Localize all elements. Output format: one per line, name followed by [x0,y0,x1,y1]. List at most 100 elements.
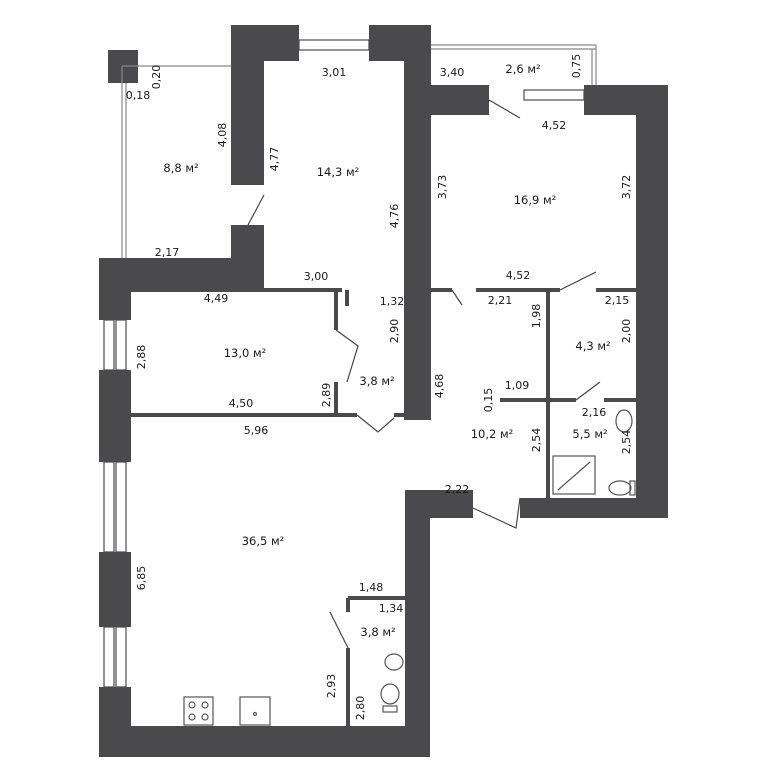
toilet-icon [629,480,636,496]
dimension-label: 4,49 [204,292,229,305]
kitchen-sink-icon [239,696,271,726]
dimension-label: 1,48 [359,581,384,594]
room-area-closet: 3,8 м² [359,374,394,388]
door-swing [335,329,359,383]
room-area-loggia-left: 8,8 м² [163,161,198,175]
window [103,626,115,688]
dimension-label: 4,08 [216,123,229,148]
dimension-label: 2,90 [388,319,401,344]
door-swing [575,381,601,401]
wall [520,498,668,518]
dimension-label: 2,17 [155,246,180,259]
dimension-label: 4,68 [433,374,446,399]
room-area-left-middle: 13,0 м² [224,346,267,360]
room-area-loggia-top: 2,6 м² [505,62,540,76]
dimension-label: 2,89 [320,383,333,408]
window [115,319,127,371]
dimension-label: 4,50 [229,397,254,410]
dimension-label: 1,98 [530,304,543,329]
dimension-label: 6,85 [135,566,148,591]
door-swing [472,497,521,529]
doors [247,99,601,649]
sink-icon [384,653,404,671]
toilet-icon [608,480,632,496]
dimension-label: 0,15 [482,388,495,413]
fixtures [183,409,636,726]
wall [99,370,131,462]
shower-icon [557,461,591,491]
dimension-label: 2,16 [582,406,607,419]
window [103,461,115,553]
wall [99,552,131,627]
room-area-pantry: 4,3 м² [575,339,610,353]
dimension-label: 3,40 [440,66,465,79]
dimension-label: 2,15 [605,294,630,307]
door-swing [356,414,395,433]
stove-icon [201,701,209,709]
room-area-hall: 10,2 м² [471,427,514,441]
dimension-label: 2,21 [488,294,513,307]
wall [231,225,264,260]
window [103,319,115,371]
dimension-labels: 0,20 0,18 4,08 2,17 3,01 4,77 4,76 3,00 … [126,54,633,721]
walls [99,25,668,757]
dimension-label: 1,09 [505,379,530,392]
partitions [131,288,636,726]
dimension-label: 1,34 [379,602,404,615]
toilet-icon [382,705,398,713]
window [523,89,585,101]
dimension-label: 3,01 [322,66,347,79]
window [298,39,370,51]
stove-icon [183,696,214,726]
dimension-label: 4,77 [268,147,281,172]
kitchen-sink-icon [252,711,258,717]
dimension-label: 2,22 [445,483,470,496]
room-area-bath: 5,5 м² [572,427,607,441]
room-area-top-right: 16,9 м² [514,193,557,207]
dimension-label: 2,93 [325,674,338,699]
dimension-label: 2,00 [620,319,633,344]
wall [99,726,429,757]
dimension-label: 3,72 [620,175,633,200]
wall [404,85,489,115]
wall [636,85,668,518]
dimension-label: 4,76 [388,204,401,229]
loggia-outline [121,44,597,258]
sink-icon [615,409,633,433]
door-swing [247,194,265,226]
room-area-living: 36,5 м² [242,534,285,548]
dimension-label: 4,52 [506,269,531,282]
room-area-top-center: 14,3 м² [317,165,360,179]
door-swing [451,289,463,306]
dimension-label: 0,20 [150,65,163,90]
stove-icon [201,713,209,721]
window [115,461,127,553]
toilet-icon [380,683,400,705]
dimension-label: 2,88 [135,345,148,370]
room-labels: 8,8 м² 14,3 м² 2,6 м² 16,9 м² 13,0 м² 3,… [163,62,610,639]
dimension-label: 3,00 [304,270,329,283]
wall [231,25,299,61]
door-swing [329,611,349,649]
wall [405,490,430,757]
window [115,626,127,688]
wall [99,258,264,288]
door-swing [488,99,521,119]
dimension-label: 0,75 [570,54,583,79]
shower-icon [552,455,596,495]
dimension-label: 2,54 [620,430,633,455]
stove-icon [188,713,196,721]
room-area-toilet: 3,8 м² [360,625,395,639]
dimension-label: 2,54 [530,428,543,453]
dimension-label: 0,18 [126,89,151,102]
dimension-label: 3,73 [436,175,449,200]
dimension-label: 1,32 [380,295,405,308]
door-swing [559,271,597,291]
windows [103,39,585,688]
dimension-label: 5,96 [244,424,269,437]
wall [404,25,431,420]
dimension-label: 2,80 [354,696,367,721]
dimension-label: 4,52 [542,119,567,132]
stove-icon [188,701,196,709]
